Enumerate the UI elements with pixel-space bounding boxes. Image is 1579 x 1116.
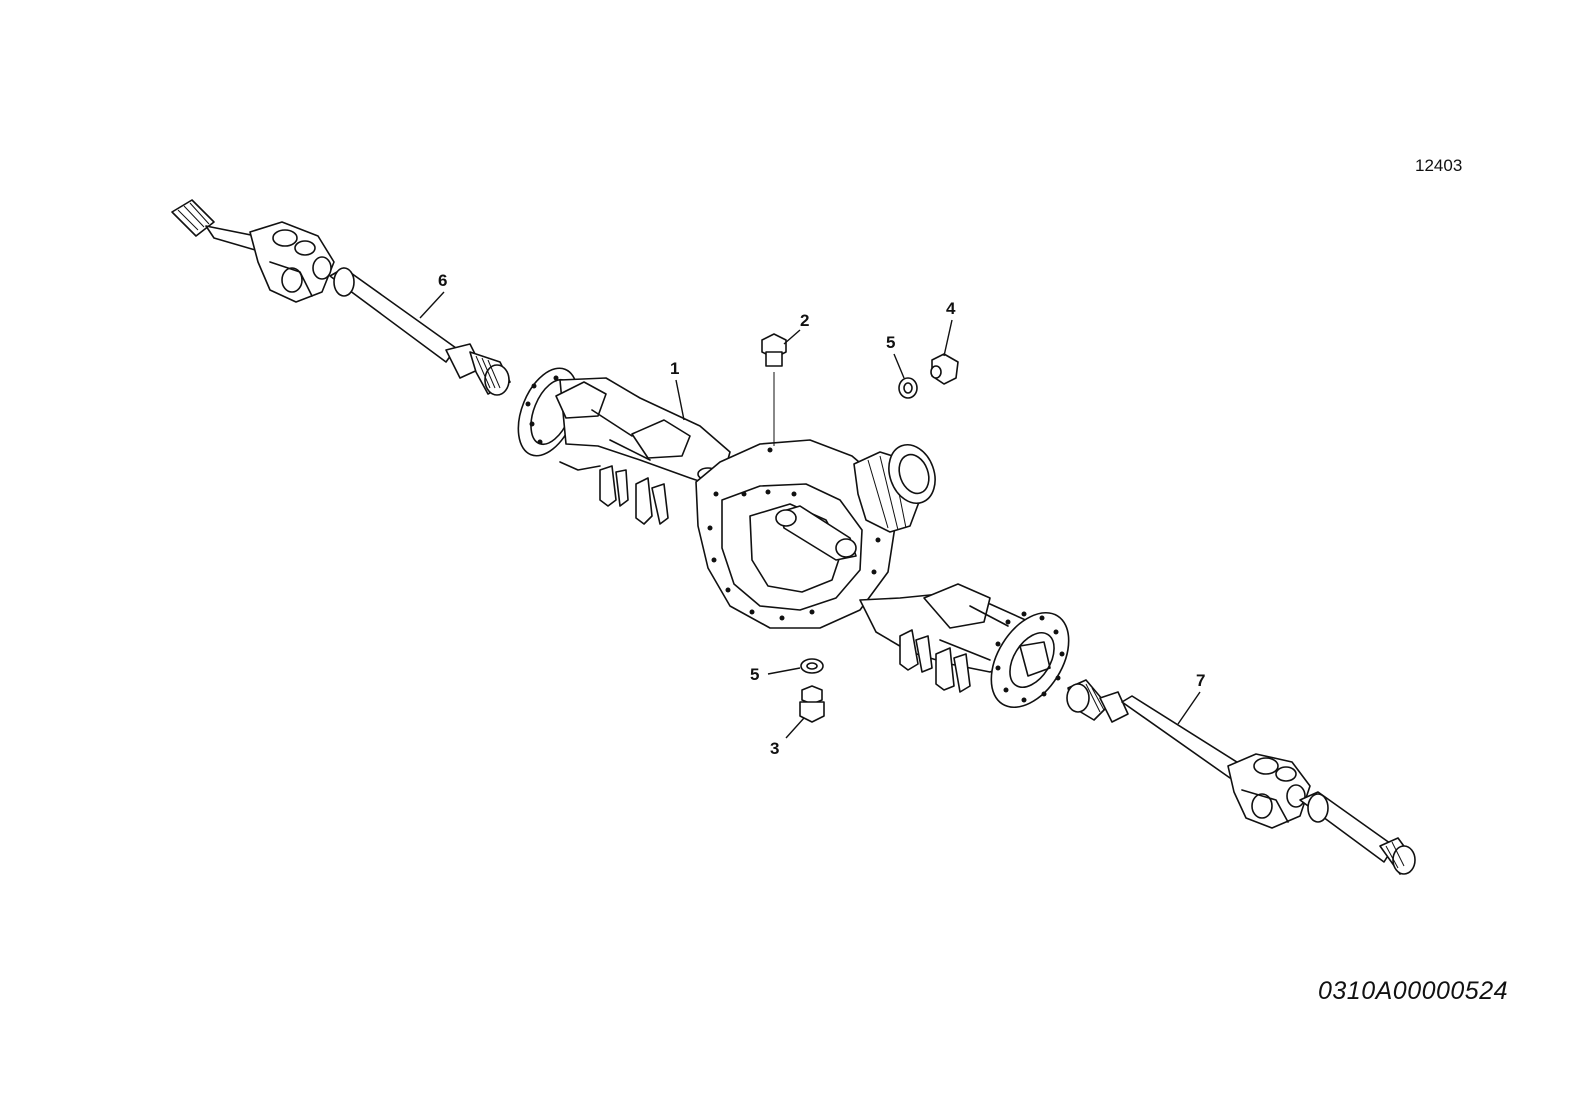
breather-plug: [761, 333, 787, 446]
washer-lower: [800, 658, 824, 674]
callout-7: 7: [1177, 671, 1205, 725]
right-axle-shaft: [1066, 679, 1416, 875]
catalog-code: 0310A00000524: [1318, 977, 1509, 1005]
callout-5-upper: 5: [886, 333, 905, 379]
callout-5-lower: 5: [750, 665, 801, 684]
drain-plug-upper: [930, 353, 959, 385]
left-axle-shaft: [171, 199, 511, 396]
callout-4: 4: [943, 299, 956, 357]
washer-upper: [898, 377, 918, 399]
svg-text:5: 5: [886, 333, 895, 352]
axle-housing: [517, 367, 1070, 709]
svg-text:1: 1: [670, 359, 679, 378]
callout-2: 2: [783, 311, 809, 345]
callout-6: 6: [419, 271, 447, 319]
svg-text:6: 6: [438, 271, 447, 290]
svg-text:7: 7: [1196, 671, 1205, 690]
drain-plug-lower: [799, 685, 825, 723]
callout-3: 3: [770, 717, 805, 758]
svg-text:3: 3: [770, 739, 779, 758]
svg-text:5: 5: [750, 665, 759, 684]
callout-1: 1: [670, 359, 685, 421]
drawing-number: 12403: [1415, 156, 1463, 175]
svg-text:2: 2: [800, 311, 809, 330]
svg-text:4: 4: [946, 299, 956, 318]
